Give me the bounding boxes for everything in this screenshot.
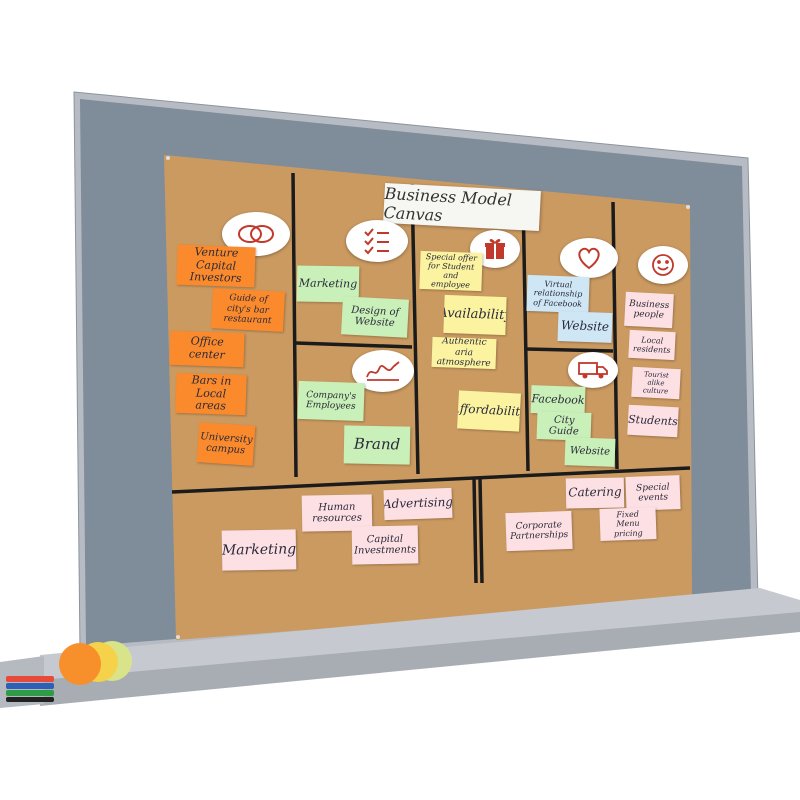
magnetic-discs <box>59 641 132 685</box>
note-channel: City Guide <box>536 411 592 441</box>
checklist-icon <box>346 220 408 262</box>
note-key-resource: Company's Employees <box>297 380 365 422</box>
markers <box>6 676 54 702</box>
note-cost-structure: Advertising <box>383 487 453 521</box>
note-customer-relationship: Website <box>557 311 613 343</box>
note-value-proposition: Affordability <box>457 390 521 432</box>
note-key-partner: Venture Capital Investors <box>176 244 256 288</box>
note-key-partner: Bars in Local areas <box>175 372 247 416</box>
note-key-partner: University campus <box>196 422 256 466</box>
note-customer-segment: Students <box>627 404 679 438</box>
note-customer-segment: Tourist alike culture <box>631 366 681 400</box>
note-key-resource: Brand <box>343 425 411 465</box>
heart-icon <box>560 238 618 278</box>
note-channel: Website <box>564 437 616 467</box>
note-customer-segment: Business people <box>624 291 674 329</box>
note-cost-structure: Capital Investments <box>351 525 419 565</box>
note-key-activity: Design of Website <box>341 296 409 338</box>
note-value-proposition: Availability <box>443 294 507 336</box>
note-revenue-stream: Fixed Menu pricing <box>599 507 657 541</box>
note-revenue-stream: Catering <box>565 477 625 509</box>
note-revenue-stream: Corporate Partnerships <box>505 510 573 552</box>
tray-lip <box>40 612 800 706</box>
note-value-proposition: Authentic aria atmosphere <box>431 336 497 370</box>
note-revenue-stream: Special events <box>625 475 681 511</box>
note-customer-segment: Local residents <box>628 329 676 361</box>
canvas-title: Business Model Canvas <box>383 182 541 232</box>
note-key-partner: Guide of city's bar restaurant <box>211 288 285 332</box>
note-customer-relationship: Virtual relationship of Facebook <box>526 274 590 314</box>
note-key-partner: Office center <box>169 330 245 368</box>
note-cost-structure: Marketing <box>221 529 297 571</box>
smiley-icon <box>638 246 688 284</box>
truck-icon <box>568 352 618 388</box>
note-value-proposition: Special offer for Student and employee <box>419 250 483 292</box>
canvas-dividers <box>171 172 691 584</box>
